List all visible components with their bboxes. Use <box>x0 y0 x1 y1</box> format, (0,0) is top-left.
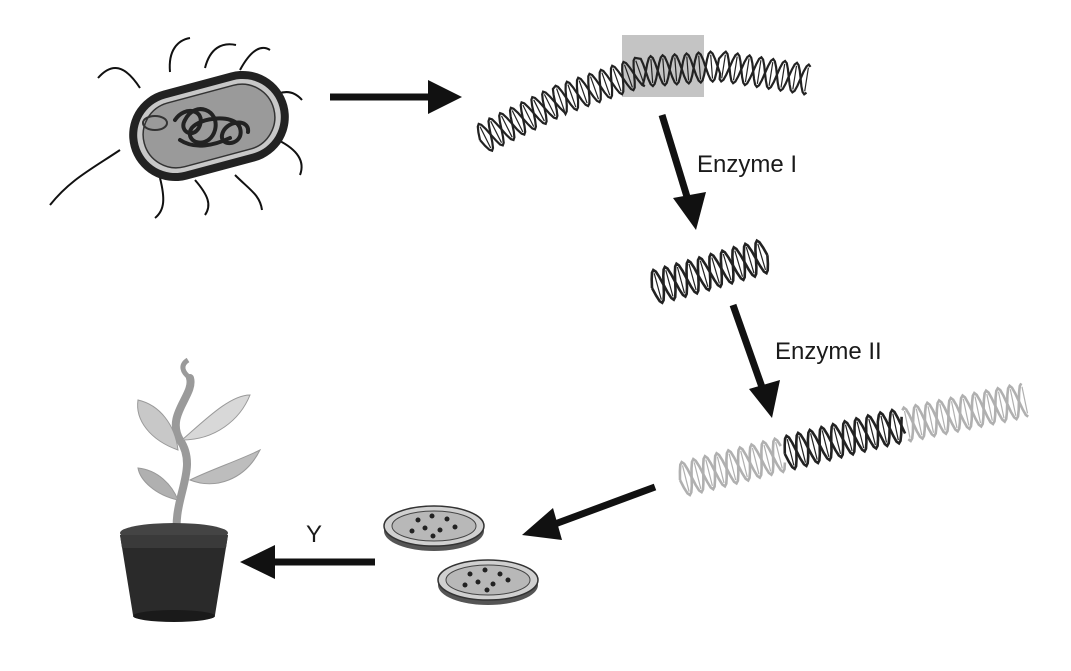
bacterium-icon <box>49 37 303 219</box>
arrow-dna-to-petri <box>522 483 657 540</box>
plant-pot-icon <box>120 357 262 622</box>
arrow-bacterium-to-dna <box>330 80 462 114</box>
arrow-enzyme-1 <box>658 113 706 230</box>
dna-strand-long <box>476 35 812 153</box>
enzyme-2-label: Enzyme II <box>775 338 882 365</box>
arrow-petri-to-plant <box>240 545 375 579</box>
petri-dish-icon <box>437 559 539 605</box>
petri-dish-icon <box>383 505 485 551</box>
dna-recombinant <box>678 382 1029 497</box>
enzyme-1-label: Enzyme I <box>697 151 798 178</box>
step-y-label: Y <box>306 521 323 548</box>
dna-gene-fragment <box>650 238 770 305</box>
arrow-enzyme-2 <box>729 303 780 418</box>
